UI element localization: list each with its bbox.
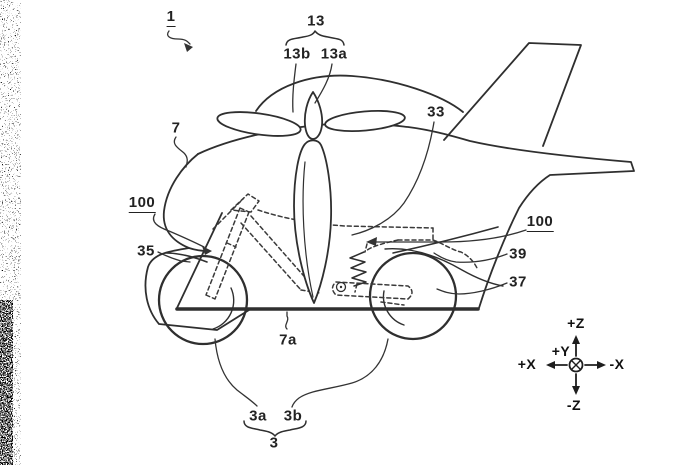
leader-3b — [291, 338, 389, 408]
wheel-arches — [165, 226, 499, 263]
scan-noise-strip — [0, 0, 21, 465]
leader-lines — [152, 30, 527, 408]
rear-wheel-arch — [392, 226, 499, 254]
propeller-hub — [303, 91, 324, 140]
seat-step — [397, 227, 434, 241]
shock-spring — [349, 251, 367, 287]
ref-label-33: 33 — [427, 103, 445, 121]
rear-cowl — [432, 239, 478, 269]
ref-label-37: 37 — [509, 273, 527, 291]
propeller-blade-left — [216, 111, 302, 137]
leader-39 — [433, 252, 508, 263]
brace-3 — [243, 420, 307, 437]
axis-label-plus-x: +X — [517, 356, 537, 372]
axis-arrow-up — [572, 335, 580, 344]
axis-label-minus-x: -X — [609, 356, 625, 372]
swing-arm-pivot — [335, 281, 347, 293]
propeller — [216, 91, 406, 304]
ref-label-100-rear: 100 — [526, 213, 554, 232]
ref-label-100-front: 100 — [128, 194, 156, 213]
ref-label-7: 7 — [171, 119, 181, 137]
propeller-blade-lower — [293, 139, 333, 304]
arrowhead-100-front — [202, 246, 212, 255]
motorcycle-dashed — [205, 193, 478, 306]
under-muffler — [380, 301, 405, 306]
arrowhead-100-rear — [366, 237, 377, 246]
leader-35 — [157, 251, 191, 263]
front-wheel-arch — [165, 252, 208, 263]
propeller-blade-right — [324, 110, 406, 132]
ref-label-39: 39 — [509, 245, 527, 263]
axis-arrow-left — [546, 361, 555, 369]
leader-100-front — [152, 213, 205, 248]
ref-label-3a: 3a — [249, 407, 267, 425]
axis-label-minus-z: -Z — [566, 397, 582, 413]
tank-seat-line — [257, 209, 434, 229]
leader-13b — [292, 63, 297, 113]
ref-label-13a: 13a — [320, 45, 348, 63]
arrowhead-1 — [184, 43, 193, 52]
ref-label-7a: 7a — [279, 331, 297, 349]
muffler — [331, 281, 413, 300]
canopy-dome — [255, 74, 464, 113]
axis-label-plus-y: +Y — [551, 343, 571, 359]
leader-1 — [166, 30, 191, 45]
leader-37 — [436, 282, 508, 295]
leader-100-rear — [375, 229, 527, 243]
leader-7a — [285, 311, 289, 330]
ref-label-3: 3 — [269, 434, 279, 452]
axis-indicator — [546, 335, 606, 395]
front-wheel — [157, 254, 249, 346]
leader-33 — [351, 121, 435, 236]
axis-y-into-page-icon — [568, 357, 584, 373]
ref-label-3b: 3b — [283, 407, 303, 425]
rear-wheel — [368, 251, 458, 341]
cowl-to-spring — [365, 239, 399, 252]
handlebar — [212, 193, 260, 230]
tail-fin — [443, 42, 582, 147]
axis-arrow-down — [572, 386, 580, 395]
leader-13a — [314, 63, 333, 104]
ref-label-13: 13 — [307, 12, 325, 30]
ref-label-35: 35 — [137, 242, 155, 260]
leader-3a — [214, 338, 258, 407]
propeller-blade-lower-twist — [302, 161, 314, 298]
axis-label-plus-z: +Z — [567, 315, 585, 331]
front-fork — [205, 207, 250, 300]
leader-7 — [173, 136, 188, 168]
ref-label-13b: 13b — [283, 45, 311, 63]
brace-13 — [285, 30, 345, 46]
ref-label-1: 1 — [166, 8, 176, 27]
axis-arrow-right — [597, 361, 606, 369]
